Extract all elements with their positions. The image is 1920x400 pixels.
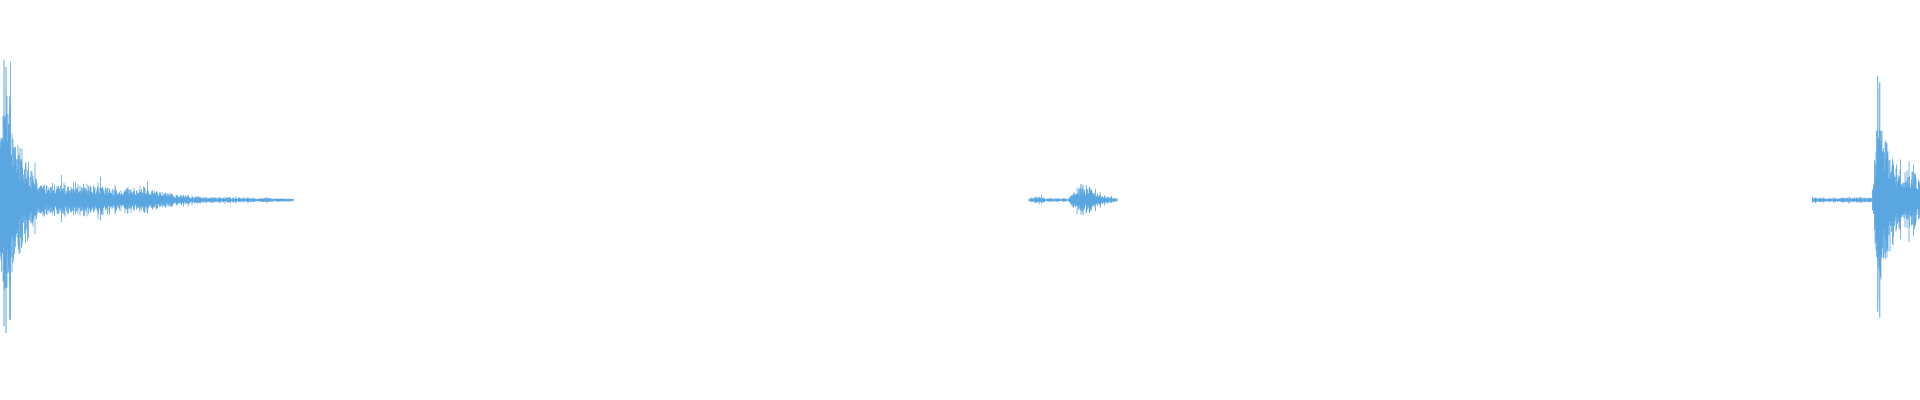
- segment-1-transient: [3, 60, 7, 333]
- segment-1: [0, 60, 294, 333]
- segment-2-trace: [1028, 185, 1118, 215]
- segment-3: [1812, 76, 1920, 318]
- segment-3-trace: [1812, 88, 1920, 299]
- segment-3-transient: [1877, 76, 1881, 318]
- segment-2-transient: [1080, 184, 1084, 216]
- segment-2: [1028, 184, 1118, 216]
- segment-1-trace: [0, 61, 294, 321]
- waveform-layer: [0, 60, 1920, 333]
